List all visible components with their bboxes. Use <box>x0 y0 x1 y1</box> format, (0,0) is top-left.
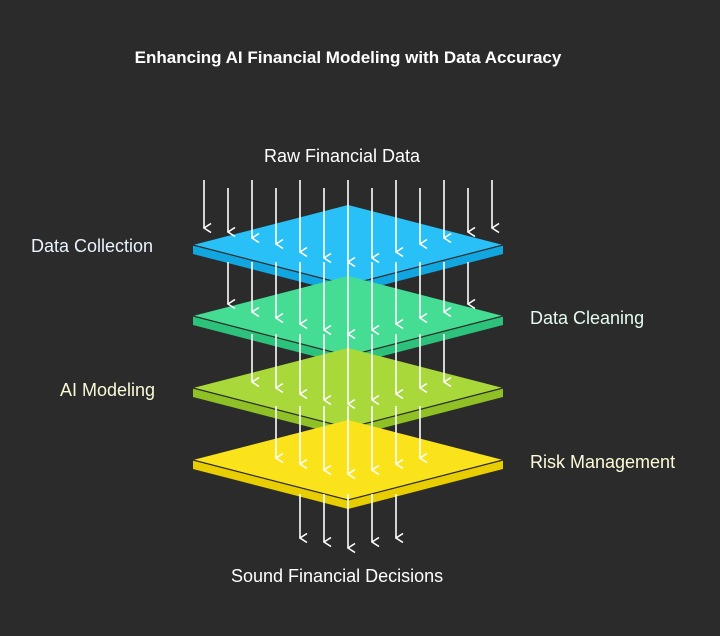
layer-edge <box>193 460 503 509</box>
diagram-title: Enhancing AI Financial Modeling with Dat… <box>134 48 562 67</box>
layer-edge <box>193 316 503 365</box>
layer-edge <box>193 245 503 294</box>
layer-label-ai-modeling: AI Modeling <box>60 380 156 400</box>
layer-label-data-collection: Data Collection <box>31 236 154 256</box>
layer-label-data-cleaning: Data Cleaning <box>530 308 645 328</box>
layer-edge <box>193 388 503 437</box>
output-label: Sound Financial Decisions <box>231 566 444 586</box>
layer-label-risk-management: Risk Management <box>530 452 676 472</box>
input-label: Raw Financial Data <box>264 146 421 166</box>
